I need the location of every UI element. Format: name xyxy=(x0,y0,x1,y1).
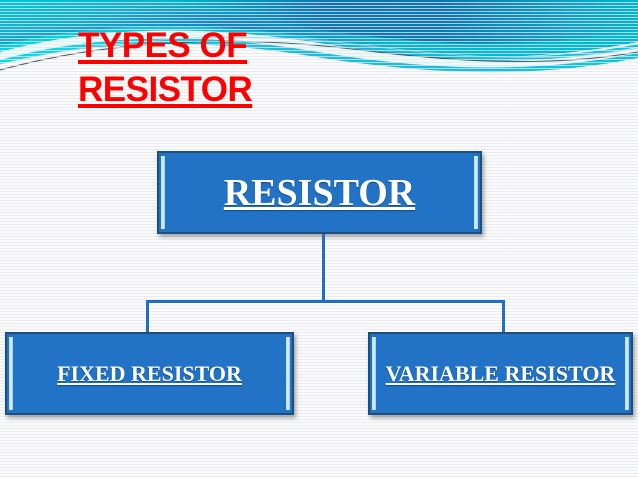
node-variable-resistor-label: VARIABLE RESISTOR xyxy=(385,360,616,386)
node-fixed-resistor[interactable]: FIXED RESISTOR xyxy=(5,332,294,415)
node-resistor-label: RESISTOR xyxy=(223,171,416,214)
connector-trunk xyxy=(322,234,325,302)
node-resistor[interactable]: RESISTOR xyxy=(157,151,482,234)
node-fixed-resistor-label: FIXED RESISTOR xyxy=(57,360,242,386)
page-title: TYPES OF RESISTOR xyxy=(78,24,378,112)
connector-right-drop xyxy=(502,300,505,333)
page-title-line-1: TYPES OF xyxy=(78,26,248,65)
connector-left-drop xyxy=(146,300,149,333)
page-title-line-2: RESISTOR xyxy=(78,70,253,109)
connector-rail xyxy=(146,300,505,303)
node-variable-resistor[interactable]: VARIABLE RESISTOR xyxy=(368,332,633,415)
